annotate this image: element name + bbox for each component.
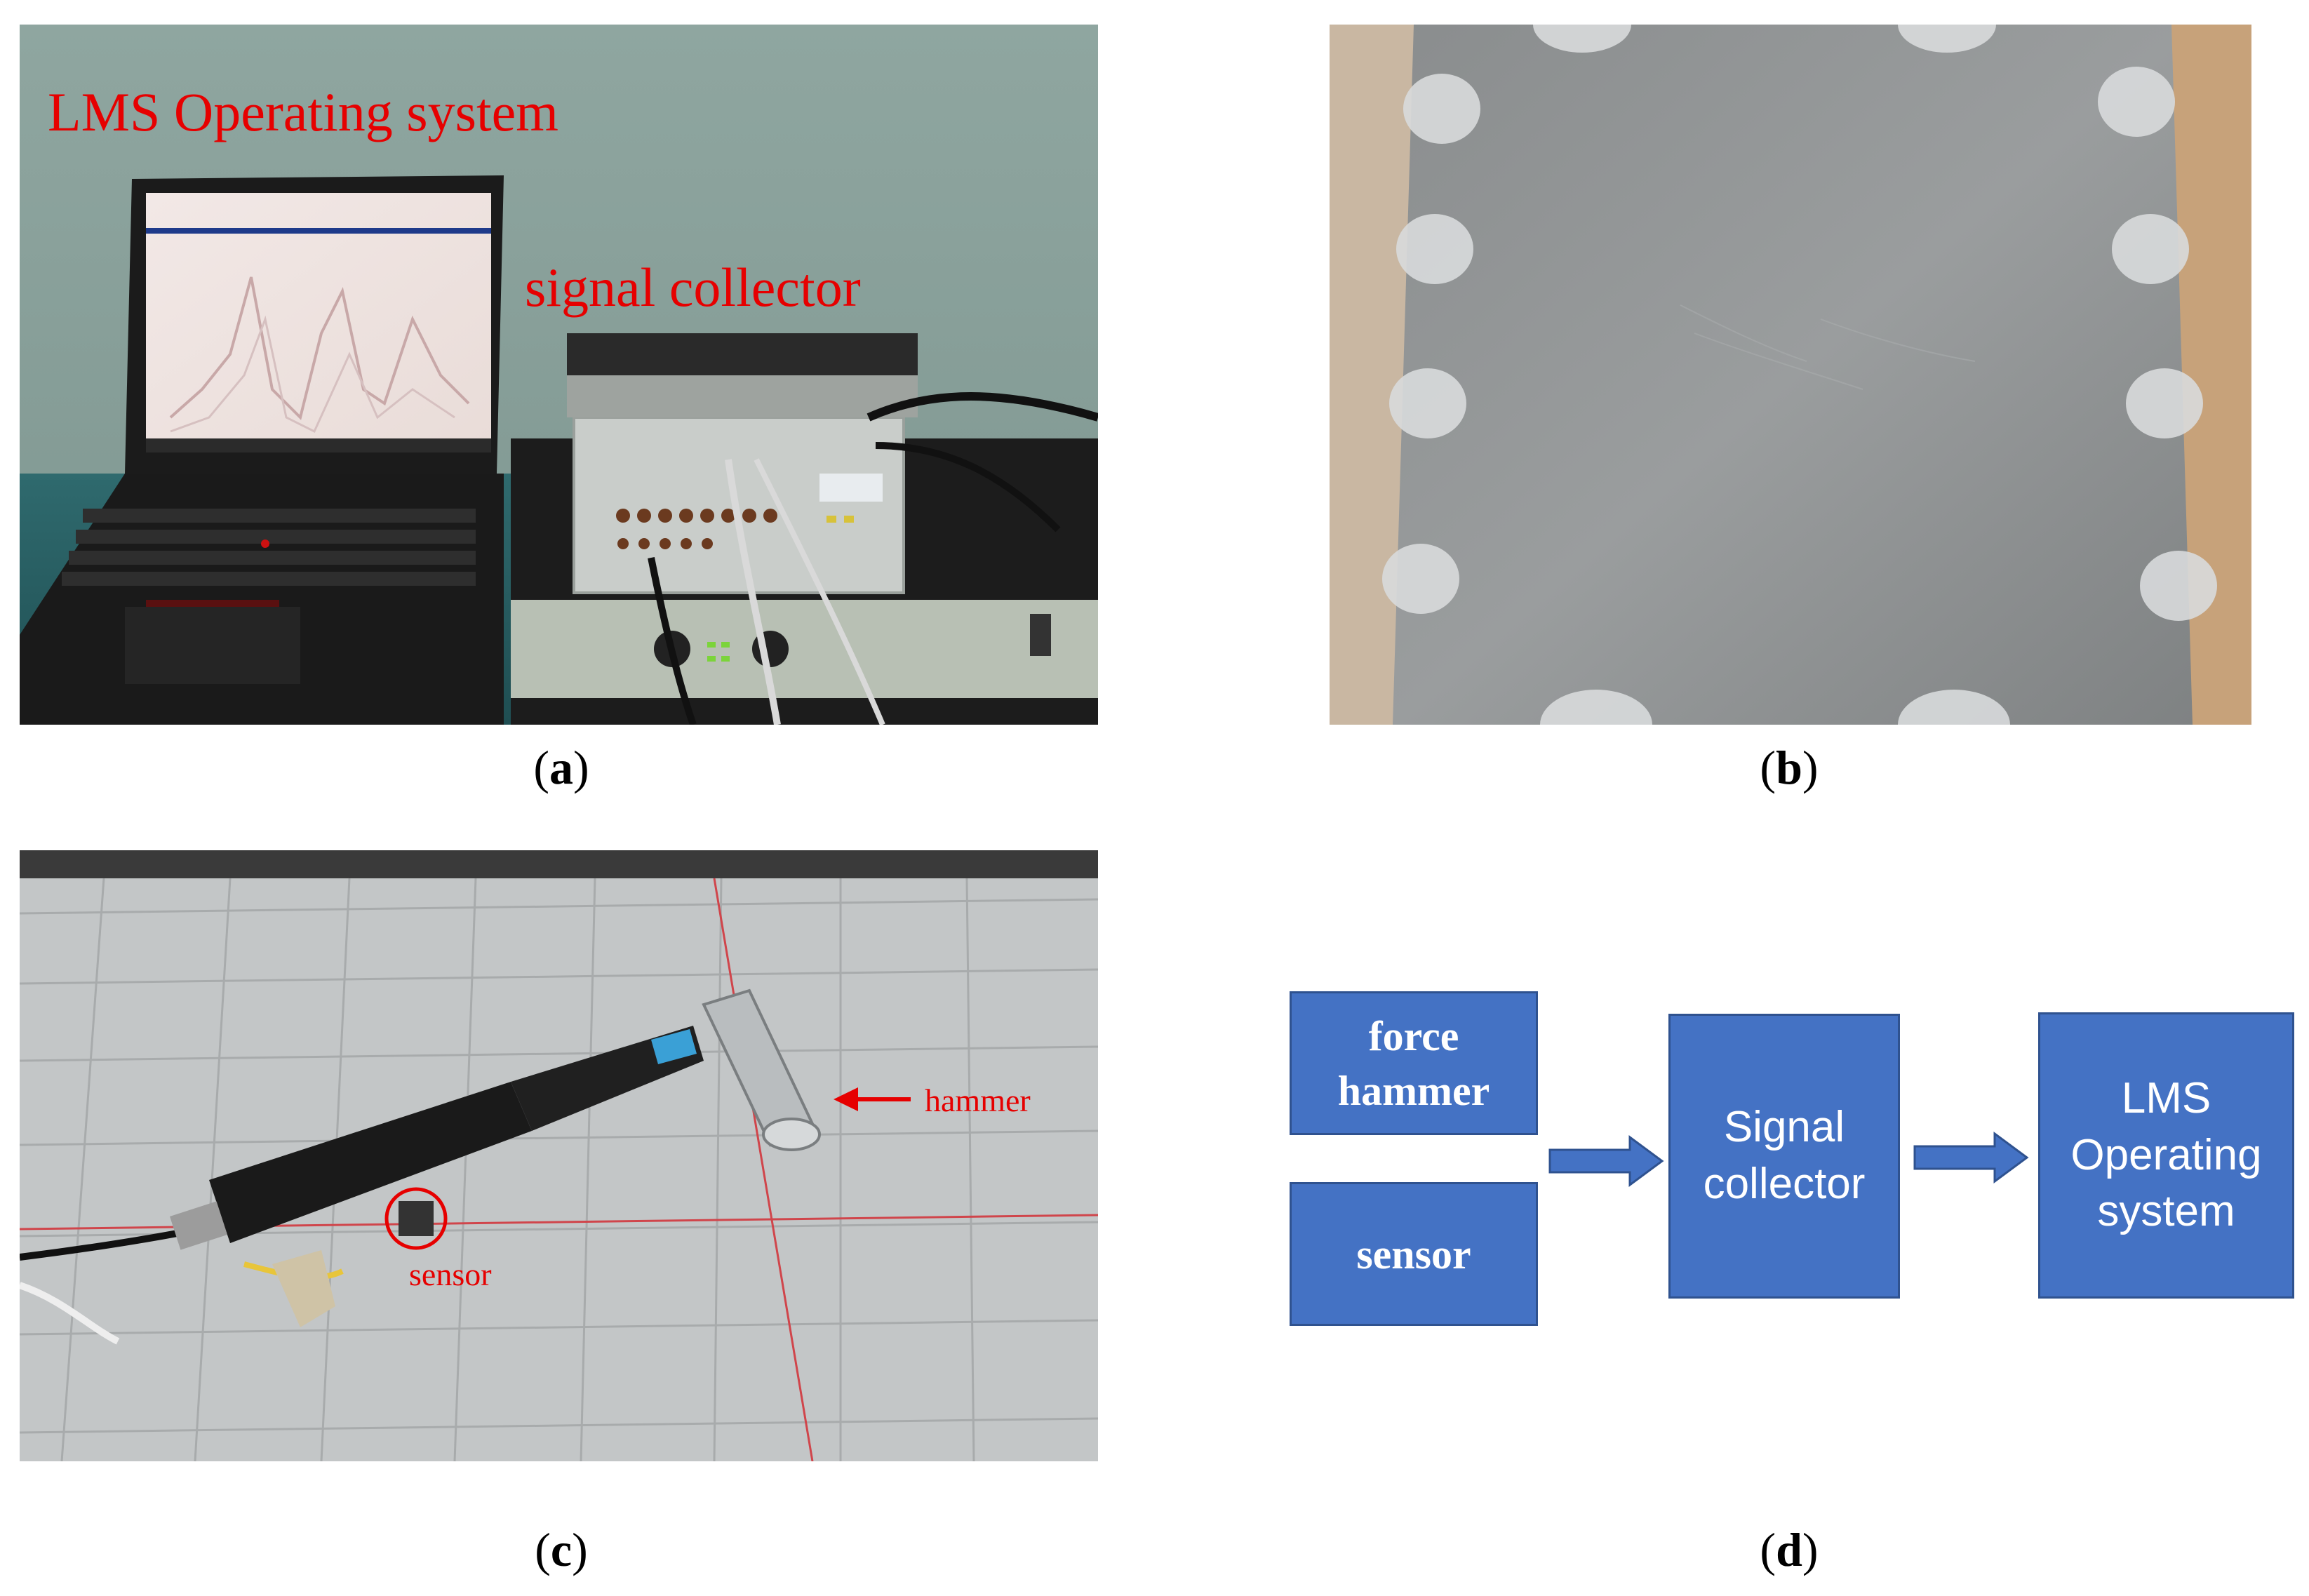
signal-collector-text: Signal collector [1703,1103,1866,1208]
arrow-to-signal-collector [1548,1135,1664,1187]
lms-operating-system-text: LMS Operating system [2070,1074,2262,1236]
caption-c: (c) [535,1523,588,1576]
plate-specimen-photo [1330,25,2251,725]
photo-panel-b [1330,25,2251,725]
lab-setup-photo [20,25,1098,725]
caption-c-letter: c [550,1523,573,1576]
hammer-label: hammer [925,1082,1031,1118]
sensor-block: sensor [1290,1182,1538,1326]
caption-a-letter: a [549,741,573,794]
force-hammer-text: force hammer [1337,1012,1490,1114]
sensor-text: sensor [1356,1230,1471,1278]
caption-b-letter: b [1776,741,1802,794]
caption-a: (a) [533,741,589,794]
photo-panel-a: LMS Operating system signal collector [20,25,1098,725]
lms-operating-system-block: LMS Operating system [2038,1012,2294,1299]
caption-d: (d) [1760,1523,1819,1576]
caption-b: (b) [1760,741,1819,794]
hammer-sensor-photo [20,850,1098,1461]
photo-panel-c: hammer sensor [20,850,1098,1461]
sensor-label: sensor [409,1256,492,1292]
arrow-to-lms [1913,1132,2029,1183]
signal-collector-label: signal collector [525,257,861,318]
force-hammer-block: force hammer [1290,991,1538,1135]
caption-d-letter: d [1776,1523,1802,1576]
lms-operating-system-label: LMS Operating system [48,81,558,142]
signal-collector-block: Signal collector [1668,1014,1900,1299]
